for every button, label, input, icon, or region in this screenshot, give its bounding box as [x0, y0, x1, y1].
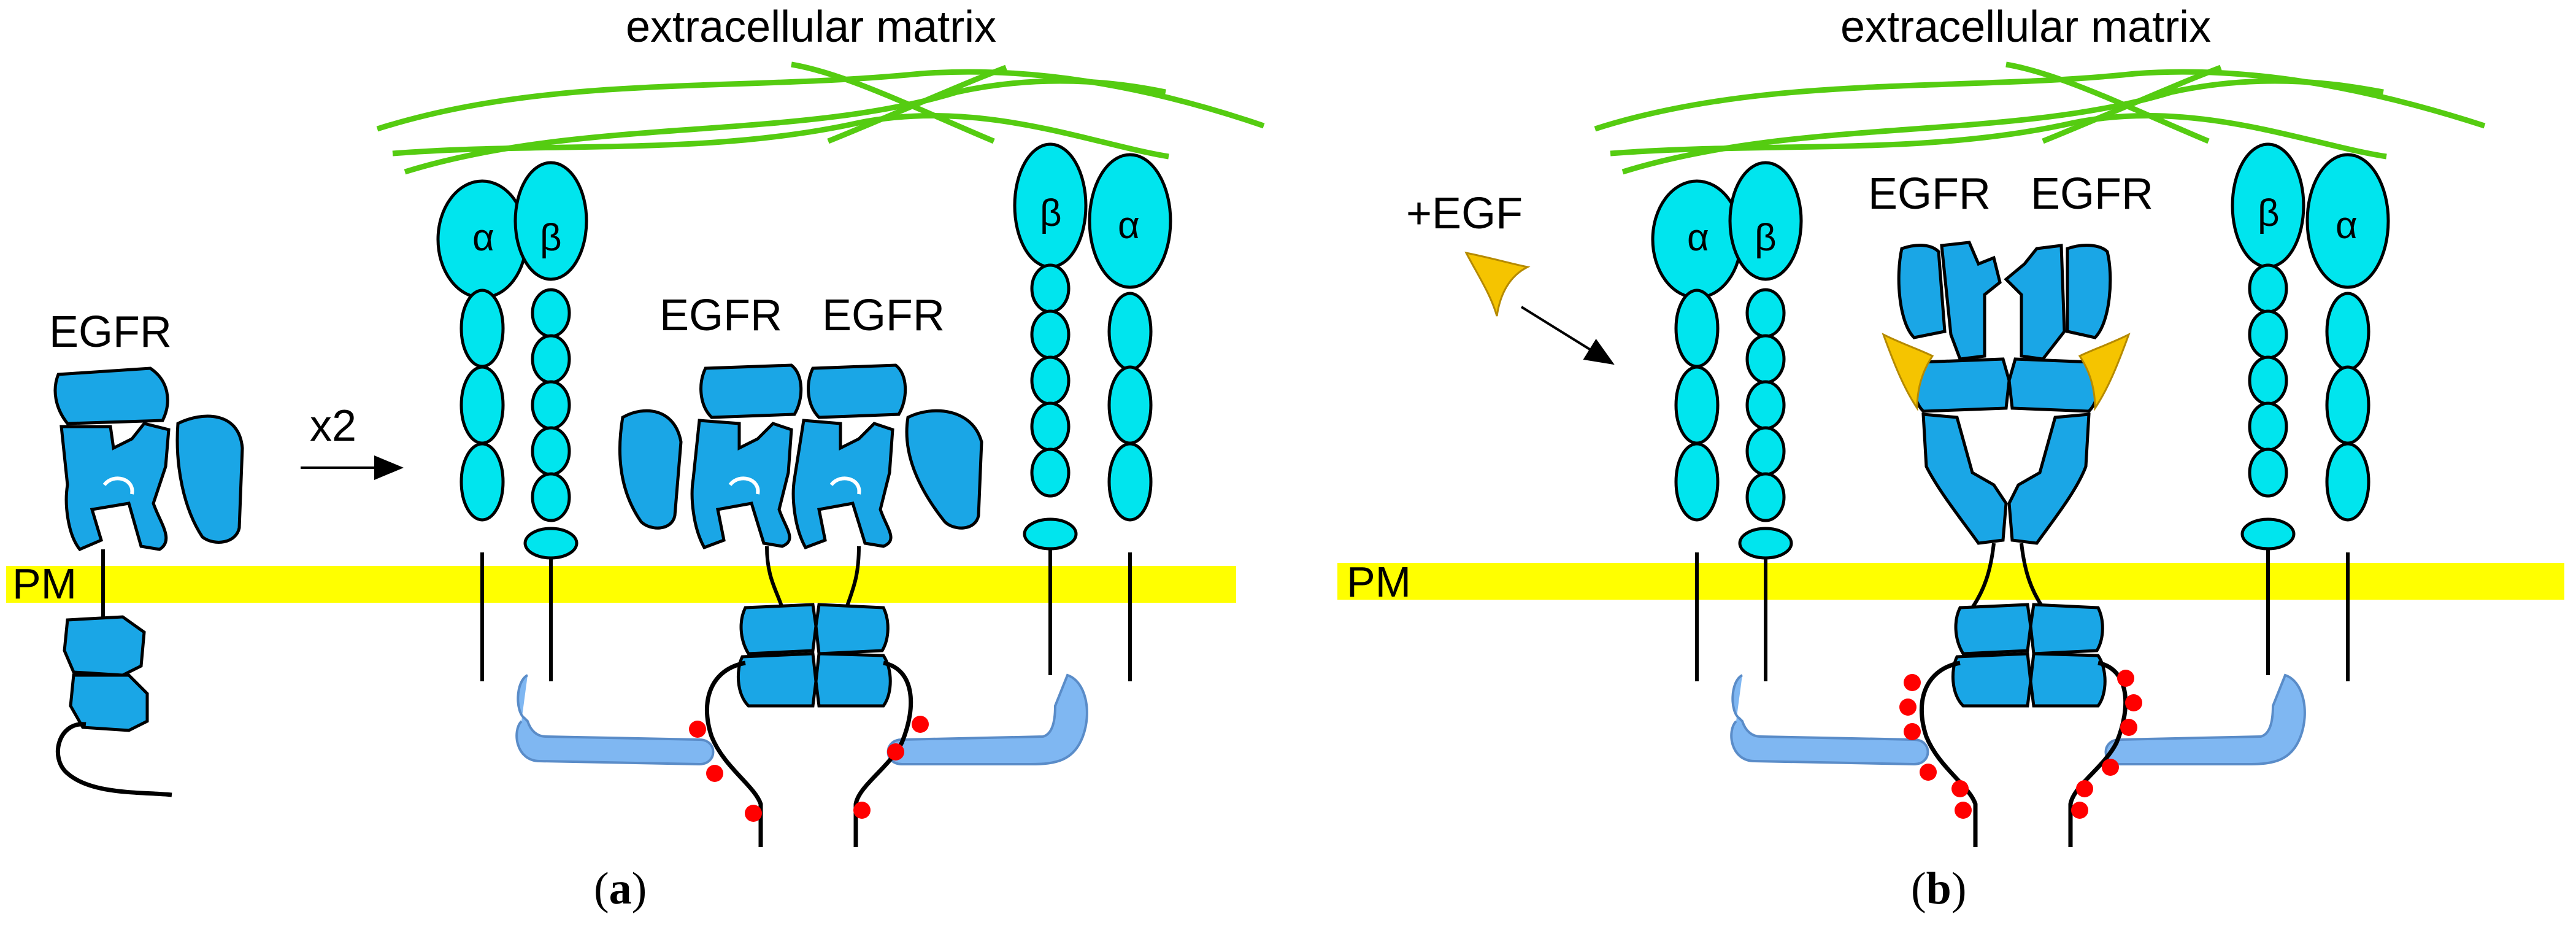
panel-a: PM extracellular matrix EGFR x2	[6, 2, 1265, 914]
membrane-label-a: PM	[12, 560, 77, 608]
adaptor-left-a	[515, 674, 715, 766]
membrane-label-b: PM	[1347, 558, 1411, 606]
egfr-dimer-label-left-a: EGFR	[659, 291, 782, 340]
caption-letter-b: b	[1926, 864, 1951, 914]
beta-label-ra: β	[1040, 192, 1062, 234]
integrin-beta-head-lb	[1728, 161, 1803, 281]
egfr-dimer-b: EGFR EGFR	[1868, 169, 2153, 847]
multiplier-label: x2	[310, 401, 356, 451]
integrin-right-b: β α	[2231, 142, 2390, 681]
plasma-membrane-b	[1337, 563, 2564, 600]
egf-ligand-label: +EGF	[1406, 189, 1523, 238]
beta-label-lb: β	[1755, 217, 1777, 259]
integrin-alpha-head-rb	[2305, 153, 2390, 289]
ligand-binding-arrow	[1520, 306, 1615, 365]
egfr-dimer-a: EGFR EGFR	[618, 291, 983, 847]
plasma-membrane-a	[6, 566, 1236, 603]
caption-a: (a)	[594, 864, 647, 914]
egfr-monomer-label: EGFR	[49, 308, 172, 357]
ecm-label-a: extracellular matrix	[626, 2, 996, 52]
phospho-sites-b	[1899, 670, 2142, 819]
caption-letter-a: a	[609, 864, 632, 914]
ecm-fibers-a	[376, 61, 1265, 175]
integrin-left-a: α β	[436, 161, 588, 681]
integrin-alpha-head-ra	[1088, 153, 1172, 289]
egfr-dimer-label-right-b: EGFR	[2031, 169, 2153, 219]
beta-label-rb: β	[2258, 192, 2280, 234]
egfr-dimer-label-right-a: EGFR	[822, 291, 945, 340]
adaptor-left-b	[1730, 674, 1929, 766]
alpha-label-lb: α	[1687, 217, 1709, 259]
ecm-fibers-b	[1594, 61, 2486, 175]
egf-ligand-bound-left	[1882, 332, 1934, 411]
egfr-monomer: EGFR	[49, 308, 244, 797]
egfr-dimer-label-left-b: EGFR	[1868, 169, 1991, 219]
phospho-sites-a	[689, 716, 929, 822]
integrin-beta-head-la	[513, 161, 588, 281]
adaptor-right-a	[886, 673, 1088, 765]
alpha-label-rb: α	[2336, 204, 2358, 247]
adaptor-right-b	[2104, 673, 2306, 765]
caption-b: (b)	[1911, 864, 1966, 914]
panel-b: PM extracellular matrix +EGF α β	[1337, 2, 2564, 914]
alpha-label-ra: α	[1118, 204, 1140, 247]
ecm-label-b: extracellular matrix	[1840, 2, 2211, 52]
alpha-label-la: α	[472, 217, 494, 259]
egf-ligand-bound-right	[2078, 332, 2131, 411]
beta-label-la: β	[540, 217, 562, 259]
egf-ligand-free	[1464, 251, 1531, 317]
integrin-left-b: α β	[1651, 161, 1803, 681]
integrin-right-a: β α	[1013, 142, 1172, 681]
